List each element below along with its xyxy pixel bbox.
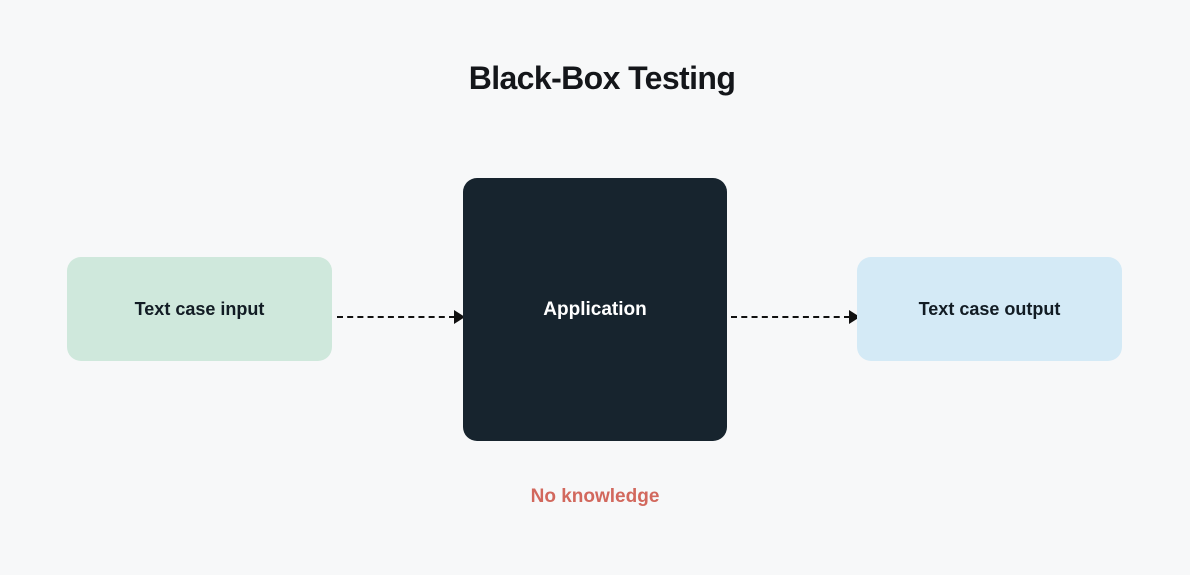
arrow-application-to-output bbox=[731, 309, 860, 325]
diagram-title: Black-Box Testing bbox=[468, 60, 736, 96]
test-case-output-box: Text case output bbox=[857, 257, 1122, 361]
application-box: Application bbox=[463, 178, 727, 441]
arrowhead-right-icon bbox=[454, 310, 465, 324]
test-case-output-label: Text case output bbox=[918, 298, 1061, 319]
test-case-input-label: Text case input bbox=[134, 298, 265, 319]
dashed-line bbox=[337, 316, 455, 318]
dashed-line bbox=[731, 316, 850, 318]
test-case-input-box: Text case input bbox=[67, 257, 332, 361]
no-knowledge-annotation: No knowledge bbox=[530, 486, 660, 507]
arrow-input-to-application bbox=[337, 309, 465, 325]
arrowhead-right-icon bbox=[849, 310, 860, 324]
application-label: Application bbox=[543, 298, 647, 320]
